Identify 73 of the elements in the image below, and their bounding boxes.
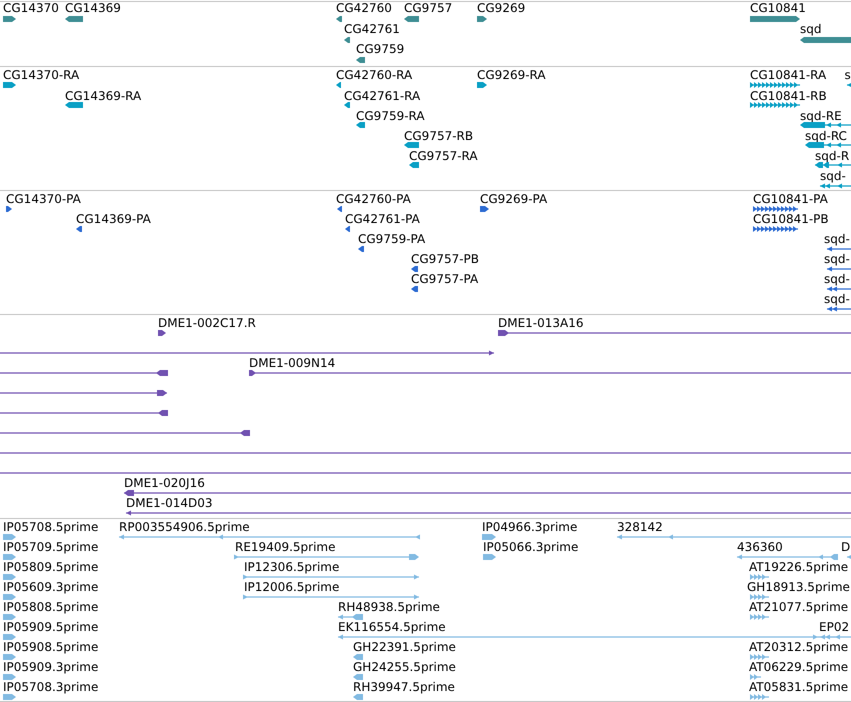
feature-label: IP05909.5prime (3, 621, 98, 634)
feature-label: CG9269 (477, 2, 526, 15)
feature-label: sqd- (824, 272, 850, 286)
feature-label: CG14369-PA (76, 212, 151, 226)
feature-label: GH22391.5prime (353, 641, 456, 654)
feature-label: AT05831.5prime (749, 681, 848, 694)
feature-label: CG9757-PB (411, 252, 480, 266)
feature-label: IP05909.3prime (3, 661, 98, 674)
feature-label: sqd (800, 22, 822, 36)
feature-label: sqd- (820, 170, 846, 183)
feature-label: sqd-R (815, 150, 850, 163)
feature-label: CG10841-PA (753, 192, 828, 206)
feature-label: IP12306.5prime (244, 561, 340, 574)
feature-label: EK116554.5prime (338, 621, 446, 634)
feature-label: CG10841 (750, 2, 806, 15)
feature-label: CG9269-PA (480, 192, 548, 206)
feature-label: sqd- (824, 252, 850, 266)
feature-label: CG9757-RB (404, 130, 474, 143)
feature-label: IP05708.5prime (3, 521, 98, 534)
feature-label: IP05908.5prime (3, 641, 98, 654)
feature-label: IP04966.3prime (482, 521, 578, 534)
feature-label: AT21077.5prime (749, 601, 848, 614)
feature-label: AT19226.5prime (749, 561, 848, 574)
feature-label: GH24255.5prime (353, 661, 456, 674)
feature-label: IP05066.3prime (483, 541, 578, 554)
feature-label: EP02 (819, 621, 850, 634)
feature-label: CG9757 (404, 2, 452, 15)
feature-label: IP05709.5prime (3, 541, 98, 554)
feature-label: GH18913.5prime (747, 581, 850, 594)
feature-label: RH48938.5prime (338, 601, 440, 614)
feature-label: 436360 (737, 541, 783, 554)
feature-label: CG42761-RA (344, 90, 420, 102)
feature-label: CG14369-RA (65, 90, 142, 102)
feature-label: DME1-002C17.R (158, 316, 256, 330)
feature-label: RH39947.5prime (353, 681, 455, 694)
feature-label: s (844, 69, 851, 82)
feature-label: DME1-014D03 (126, 496, 213, 510)
feature-label: CG42760-RA (336, 69, 412, 82)
feature-label: CG10841-PB (753, 212, 829, 226)
feature-label: sqd-RC (805, 130, 847, 143)
feature-label: sqd- (824, 292, 850, 306)
feature-label: CG42761 (344, 22, 400, 36)
feature-label: IP12006.5prime (244, 581, 340, 594)
feature-label: AT06229.5prime (749, 661, 848, 674)
feature-label: AT20312.5prime (749, 641, 848, 654)
feature-label: sqd-RE (800, 110, 842, 123)
feature-label: RP003554906.5prime (119, 521, 250, 534)
feature-label: CG42761-PA (345, 212, 420, 226)
feature-label: 328142 (617, 521, 663, 534)
feature-label: IP05809.5prime (3, 561, 98, 574)
feature-label: CG9757-RA (409, 150, 478, 163)
feature-label: CG9759-RA (356, 110, 425, 123)
feature-label: CG10841-RA (750, 69, 826, 82)
feature-label: DME1-013A16 (498, 316, 584, 330)
feature-label: CG14369 (65, 2, 121, 15)
feature-label: IP05808.5prime (3, 601, 98, 614)
feature-label: CG14370-RA (3, 69, 80, 82)
feature-label: CG9759-PA (358, 232, 426, 246)
feature-label: DME1-020J16 (124, 476, 205, 490)
feature-label: CG14370 (3, 2, 59, 15)
feature-label: RE19409.5prime (235, 541, 336, 554)
feature-label: CG9269-RA (477, 69, 546, 82)
feature-label: CG14370-PA (6, 192, 81, 206)
feature-label: CG42760-PA (336, 192, 411, 206)
feature-label: CG9759 (356, 43, 404, 56)
feature-label: CG42760 (336, 2, 392, 15)
feature-label: D (841, 541, 850, 554)
feature-label: IP05708.3prime (3, 681, 98, 694)
feature-label: CG9757-PA (411, 272, 478, 286)
feature-label: IP05609.3prime (3, 581, 98, 594)
feature-label: CG10841-RB (750, 90, 827, 102)
feature-label: sqd- (824, 232, 850, 246)
feature-label: DME1-009N14 (249, 356, 336, 370)
